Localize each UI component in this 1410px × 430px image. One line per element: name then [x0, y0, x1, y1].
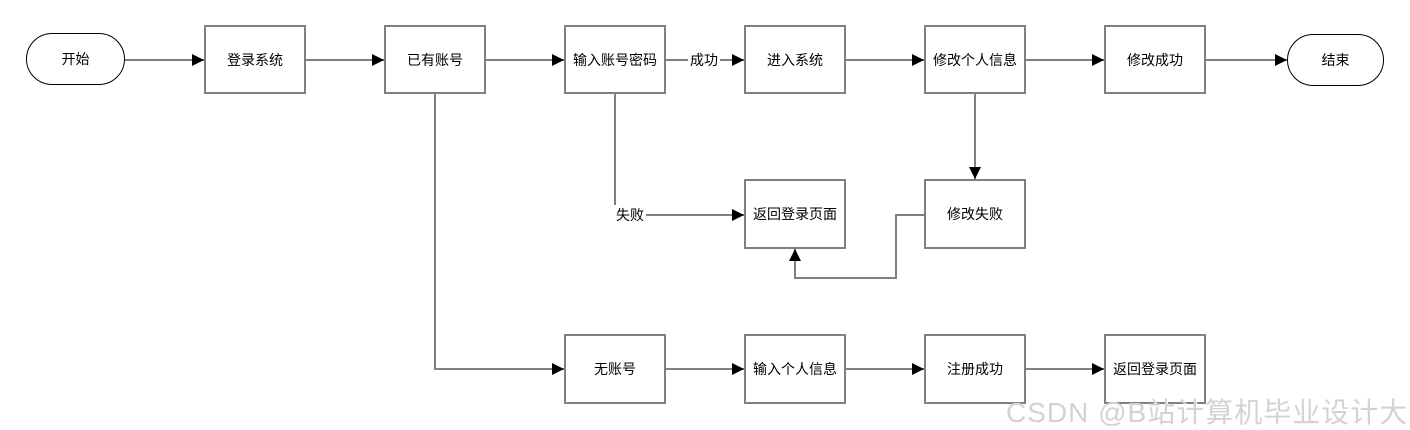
node-enter-system: 进入系统: [744, 25, 846, 94]
node-modify-info: 修改个人信息: [924, 25, 1026, 94]
node-return-login-mid: 返回登录页面: [744, 179, 846, 249]
node-enter-personal-info: 输入个人信息: [744, 334, 846, 404]
edge-modifyfail-to-returnlogin: [789, 214, 924, 279]
node-login-system: 登录系统: [204, 25, 306, 94]
edge-hasaccount-to-noaccount: [434, 94, 564, 375]
node-end: 结束: [1287, 34, 1384, 86]
edge-label-fail: 失败: [614, 205, 646, 225]
node-modify-fail: 修改失败: [924, 179, 1026, 249]
node-no-account: 无账号: [564, 334, 666, 404]
edge-label-success: 成功: [688, 50, 720, 70]
node-modify-success: 修改成功: [1104, 25, 1206, 94]
node-register-success: 注册成功: [924, 334, 1026, 404]
node-start: 开始: [26, 33, 125, 85]
edge-credentials-fail-to-returnlogin: [614, 94, 744, 221]
node-has-account: 已有账号: [384, 25, 486, 94]
node-return-login-bottom: 返回登录页面: [1104, 334, 1206, 404]
node-enter-credentials: 输入账号密码: [564, 25, 666, 94]
watermark: CSDN @B站计算机毕业设计大学: [1006, 397, 1410, 428]
